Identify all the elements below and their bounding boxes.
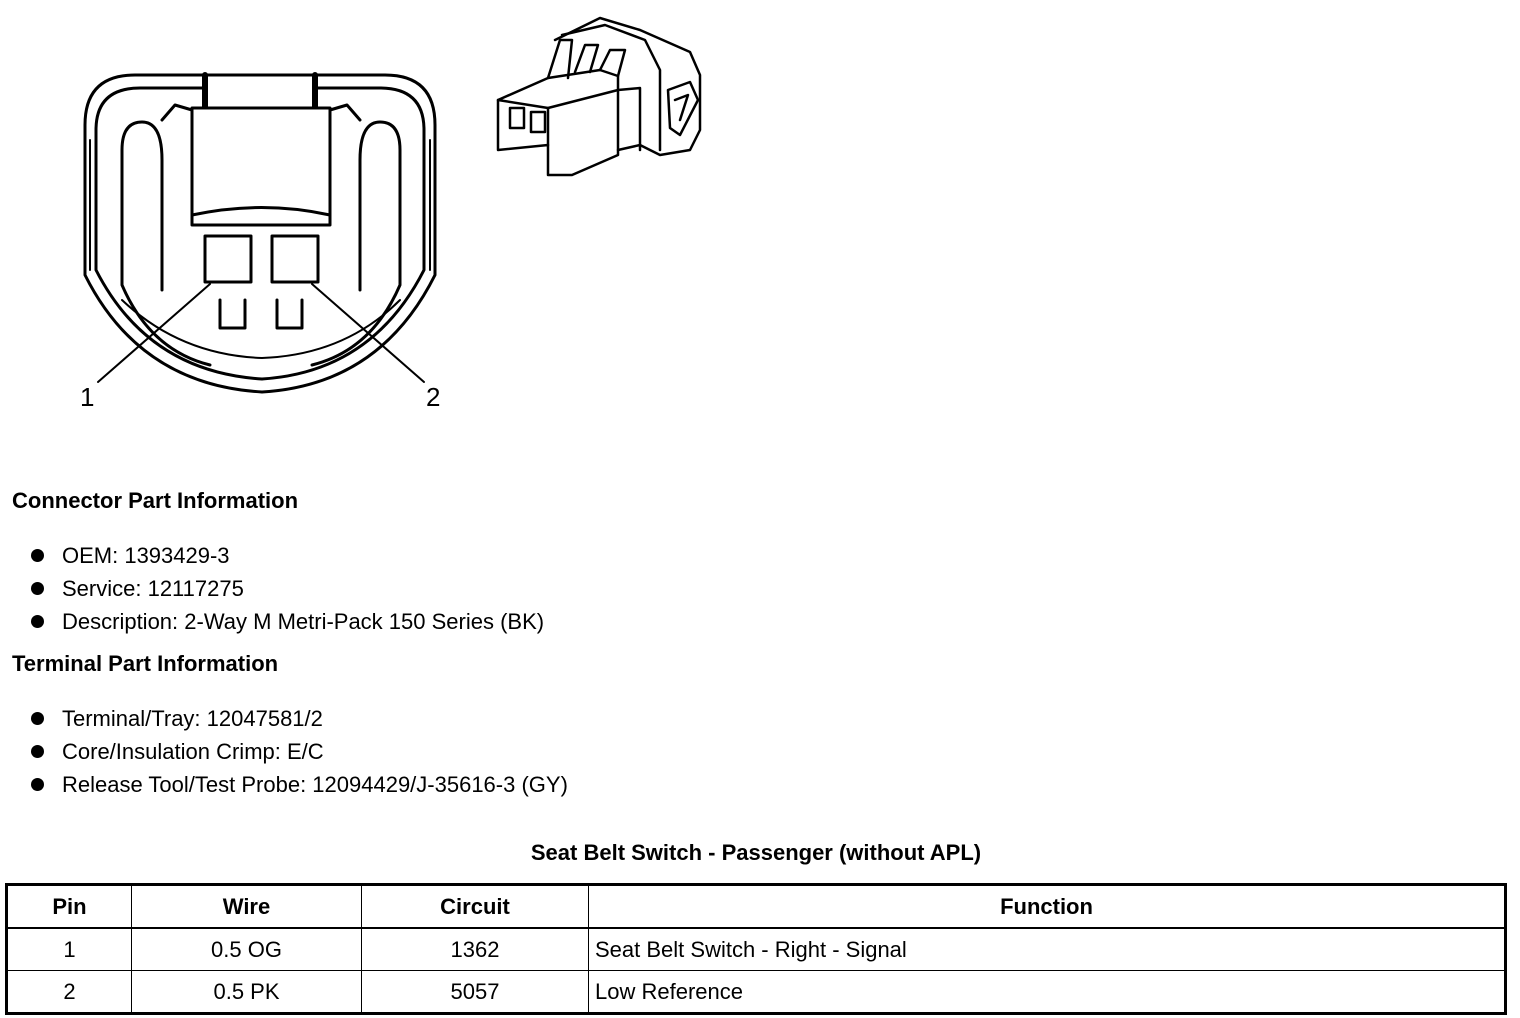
release-tool-test-probe: Release Tool/Test Probe: 12094429/J-3561…: [62, 772, 568, 797]
connector-service: Service: 12117275: [62, 576, 244, 601]
connector-part-info-heading: Connector Part Information: [12, 488, 299, 513]
connector-part-info-list: OEM: 1393429-3 Service: 12117275 Descrip…: [30, 539, 544, 638]
pinout-table: Pin Wire Circuit Function 1 0.5 OG 1362 …: [5, 883, 1507, 1015]
header-pin: Pin: [6, 884, 132, 929]
table-row: 2 0.5 PK 5057 Low Reference: [6, 970, 1506, 1014]
core-insulation-crimp: Core/Insulation Crimp: E/C: [62, 739, 324, 764]
connector-face-diagram: [83, 16, 702, 394]
cell-pin: 1: [6, 927, 132, 971]
cell-circuit: 5057: [361, 970, 589, 1014]
list-item: OEM: 1393429-3: [30, 539, 544, 572]
bullet-icon: [31, 615, 44, 628]
cell-wire: 0.5 PK: [131, 970, 362, 1014]
list-item: Service: 12117275: [30, 572, 544, 605]
connector-isometric-view: [496, 16, 702, 177]
connector-insert: [190, 106, 332, 227]
terminal-part-info-list: Terminal/Tray: 12047581/2 Core/Insulatio…: [30, 702, 568, 801]
pin-2-leader: [311, 283, 425, 383]
connector-description: Description: 2-Way M Metri-Pack 150 Seri…: [62, 609, 545, 634]
list-item: Core/Insulation Crimp: E/C: [30, 735, 568, 768]
list-item: Terminal/Tray: 12047581/2: [30, 702, 568, 735]
list-item: Release Tool/Test Probe: 12094429/J-3561…: [30, 768, 568, 801]
connector-latch: [203, 73, 317, 110]
header-circuit: Circuit: [361, 884, 589, 929]
terminal-cavity-1: [203, 234, 253, 284]
list-item: Description: 2-Way M Metri-Pack 150 Seri…: [30, 605, 544, 638]
connector-oem: OEM: 1393429-3: [62, 543, 230, 568]
terminal-cavity-2: [270, 234, 320, 284]
cell-wire: 0.5 OG: [131, 927, 362, 971]
pin-label-1: 1: [80, 382, 95, 412]
bullet-icon: [31, 712, 44, 725]
bullet-icon: [31, 745, 44, 758]
bullet-icon: [31, 549, 44, 562]
pin-1-leader: [97, 283, 211, 383]
terminal-part-info-heading: Terminal Part Information: [12, 651, 279, 676]
table-row: 1 0.5 OG 1362 Seat Belt Switch - Right -…: [6, 927, 1506, 971]
terminal-tray: Terminal/Tray: 12047581/2: [62, 706, 323, 731]
table-header-row: Pin Wire Circuit Function: [6, 884, 1506, 929]
bullet-icon: [31, 778, 44, 791]
cell-pin: 2: [6, 970, 132, 1014]
cell-circuit: 1362: [361, 927, 589, 971]
cell-function: Seat Belt Switch - Right - Signal: [588, 927, 1506, 971]
header-wire: Wire: [131, 884, 362, 929]
connector-inner-shell: [94, 86, 426, 381]
pin-label-2: 2: [426, 382, 441, 412]
cell-function: Low Reference: [588, 970, 1506, 1014]
header-function: Function: [588, 884, 1506, 929]
connector-outer-shell: [83, 73, 437, 394]
bullet-icon: [31, 582, 44, 595]
table-title: Seat Belt Switch - Passenger (without AP…: [530, 840, 982, 865]
